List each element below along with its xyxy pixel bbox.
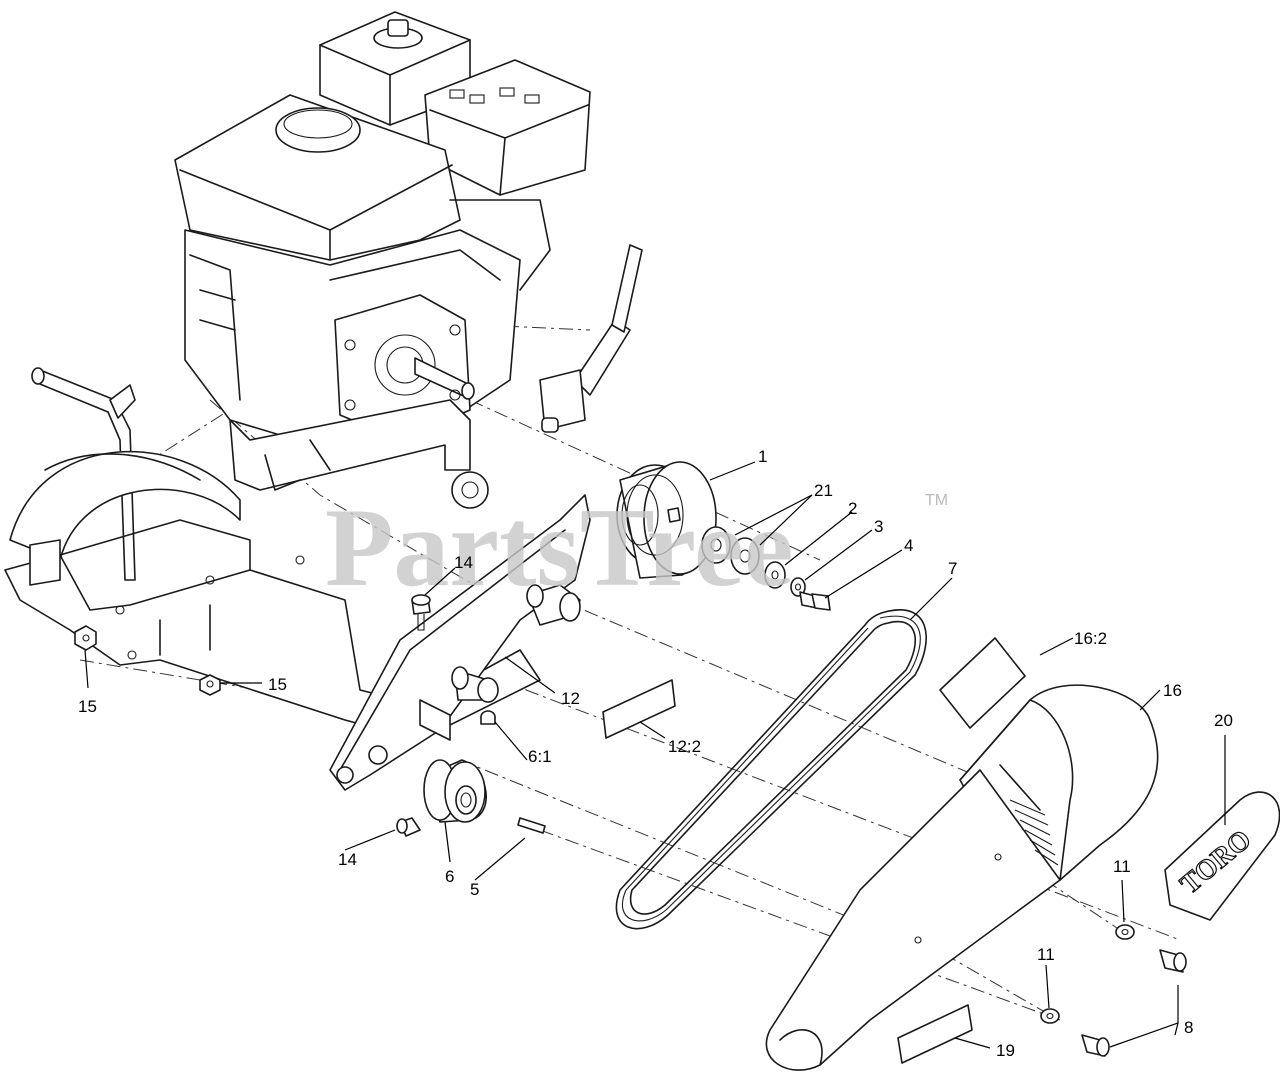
callout-16: 16 (1163, 681, 1182, 700)
watermark: PartsTree TM (325, 486, 948, 610)
callout-7: 7 (948, 559, 957, 578)
bolt-part-8-lower (1081, 1034, 1110, 1057)
tiller-pulley-part-6 (423, 759, 487, 823)
set-screw-part-6-1 (480, 710, 496, 725)
callout-15-center: 15 (268, 675, 287, 694)
callout-2: 2 (848, 499, 857, 518)
nut-part-15-left (74, 625, 97, 651)
bolt-part-14-lower (396, 817, 421, 837)
belt-guard-vents (1009, 799, 1059, 866)
callout-3: 3 (874, 517, 883, 536)
callout-4: 4 (904, 536, 913, 555)
callout-16-2: 16:2 (1074, 629, 1107, 648)
callout-19: 19 (996, 1041, 1015, 1060)
callout-5: 5 (470, 880, 479, 899)
callout-11-lower: 11 (1037, 945, 1055, 964)
callout-12-2: 12:2 (668, 737, 701, 756)
idler-arm-part-12 (329, 494, 591, 791)
callout-11-upper: 11 (1113, 857, 1131, 876)
washers-and-bolt (701, 526, 831, 611)
nut-part-15-center (199, 674, 221, 696)
belt-guard-part-16 (765, 684, 1159, 1071)
callout-20: 20 (1214, 711, 1233, 730)
callout-1: 1 (758, 447, 767, 466)
frame-assembly (4, 367, 541, 741)
callout-21: 21 (814, 481, 833, 500)
callout-14-upper: 14 (454, 553, 473, 572)
watermark-text: PartsTree (325, 486, 794, 610)
washer-part-11-lower (1040, 1008, 1060, 1024)
decal-19 (897, 1004, 973, 1064)
callout-6: 6 (445, 867, 454, 886)
callout-14-lower: 14 (338, 850, 357, 869)
leader-lines (84, 461, 1226, 1049)
decal-16-2 (939, 637, 1026, 729)
watermark-trademark: TM (925, 492, 948, 509)
engine-assembly (174, 11, 643, 509)
decal-12-2 (602, 679, 676, 739)
bolt-part-8-upper (1159, 949, 1187, 973)
callout-8: 8 (1184, 1018, 1193, 1037)
key-part-5 (517, 817, 546, 834)
callout-6-1: 6:1 (528, 747, 552, 766)
callout-labels: 1 21 2 3 4 7 12 12:2 14 14 6 5 6:1 15 15… (78, 447, 1233, 1060)
washer-part-11-upper (1115, 924, 1135, 940)
toro-decal-part-20: TORO (1164, 791, 1280, 921)
bolt-part-14-upper (411, 594, 431, 631)
callout-12: 12 (561, 689, 580, 708)
callout-15-left: 15 (78, 697, 97, 716)
engine-pulley-part-1 (616, 461, 717, 579)
